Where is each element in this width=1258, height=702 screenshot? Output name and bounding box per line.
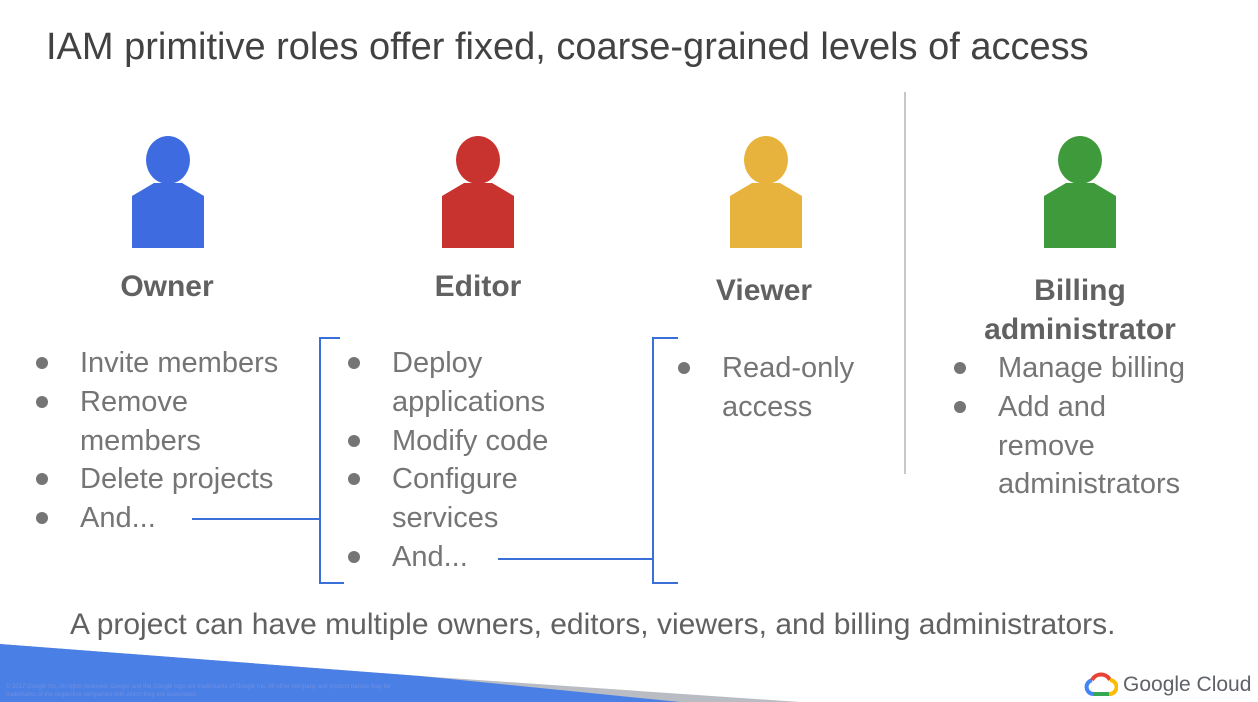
role-name-viewer: Viewer [715, 274, 813, 307]
editor-bracket [319, 337, 344, 584]
bottom-decorative-band [0, 644, 800, 702]
list-item: Modify code [342, 422, 582, 461]
list-item: And... [30, 499, 320, 538]
legal-notice: © 2017 Google Inc. All rights reserved. … [6, 684, 391, 698]
owner-permission-list: Invite members Remove members Delete pro… [30, 344, 320, 538]
role-name-owner: Owner [120, 270, 214, 303]
google-cloud-wordmark: Google Cloud [1123, 673, 1252, 696]
vertical-divider [904, 92, 906, 474]
role-name-editor: Editor [434, 270, 522, 303]
list-item: Configure services [342, 460, 582, 538]
billing-admin-permission-list: Manage billing Add and remove administra… [948, 349, 1228, 504]
owner-person-icon [132, 136, 204, 248]
list-item: Remove members [30, 383, 260, 461]
list-item: Delete projects [30, 460, 320, 499]
list-item: Manage billing [948, 349, 1228, 388]
billing-admin-person-icon [1044, 136, 1116, 248]
viewer-permission-list: Read-only access [672, 349, 872, 427]
list-item: And... [342, 538, 582, 577]
list-item: Add and remove administrators [948, 388, 1180, 504]
google-cloud-logo-icon [1084, 672, 1118, 696]
role-name-billing-administrator: Billing administrator [984, 274, 1176, 346]
list-item: Read-only access [672, 349, 872, 427]
list-item: Deploy applications [342, 344, 582, 422]
editor-permission-list: Deploy applications Modify code Configur… [342, 344, 582, 577]
editor-person-icon [442, 136, 514, 248]
list-item: Invite members [30, 344, 320, 383]
viewer-person-icon [730, 136, 802, 248]
slide-title: IAM primitive roles offer fixed, coarse-… [46, 26, 1089, 68]
viewer-bracket [652, 337, 678, 584]
footer-statement: A project can have multiple owners, edit… [70, 608, 1116, 641]
